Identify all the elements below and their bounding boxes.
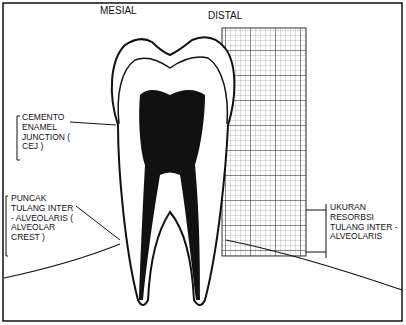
part-label: PUNCAK TULANG INTER - ALVEOLARIS ( ALVEO… — [11, 194, 75, 243]
orientation-label: DISTAL — [208, 10, 242, 22]
cej-bracket — [17, 116, 20, 160]
measuring-grid — [222, 28, 306, 256]
cej-leader — [70, 122, 116, 125]
frame — [3, 3, 402, 321]
distal-bone-crest — [226, 240, 402, 290]
part-label: CEMENTO ENAMEL JUNCTION ( CEJ ) — [22, 113, 78, 152]
orientation-label: MESIAL — [100, 5, 137, 17]
resorption-bracket — [306, 204, 326, 258]
mesial-bone-crest — [4, 244, 120, 278]
tooth-outline — [112, 37, 235, 305]
measurement-label: UKURAN RESORBSI TULANG INTER - ALVEOLARI… — [330, 203, 398, 242]
crest-bracket — [6, 196, 8, 256]
pulp — [139, 90, 205, 300]
crest-leader — [76, 206, 120, 240]
